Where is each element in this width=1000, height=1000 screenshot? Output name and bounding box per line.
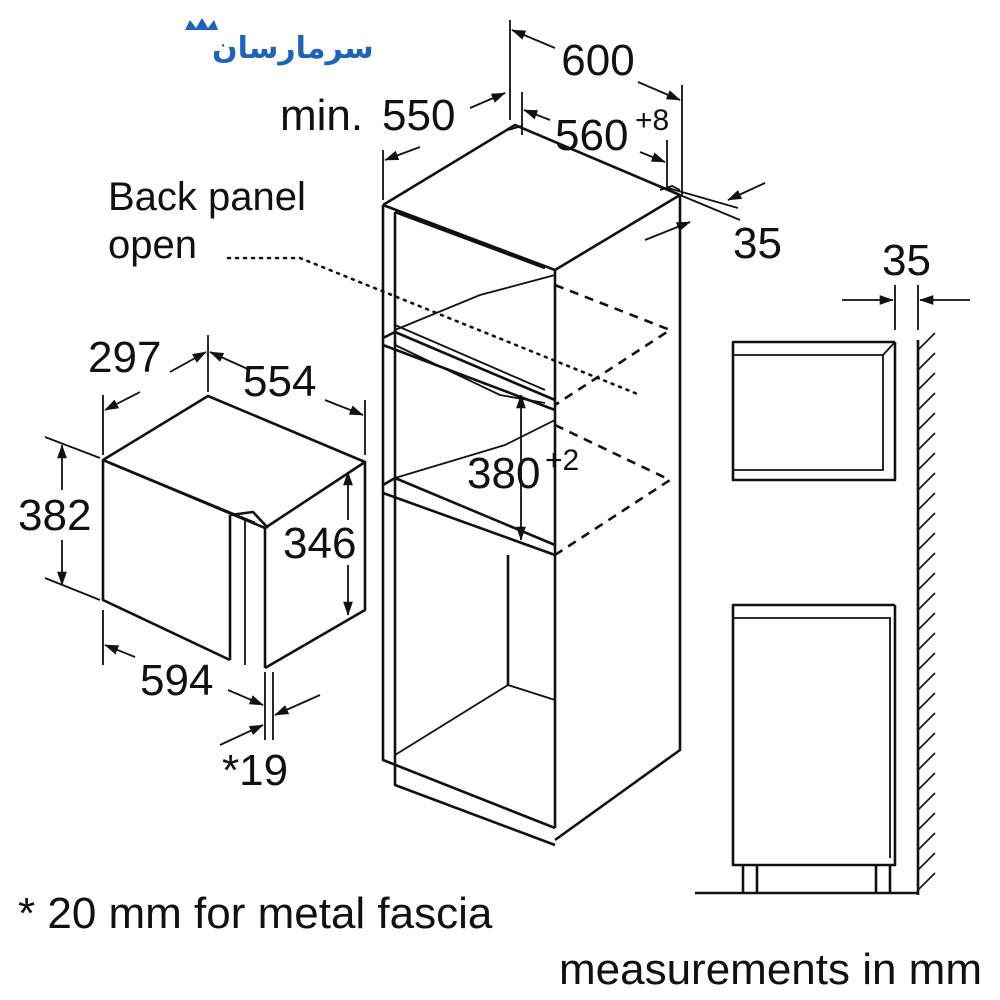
dim-appliance-inner-height: 346 bbox=[283, 519, 356, 568]
side-view-drawing bbox=[695, 332, 936, 895]
dim-back-gap: 35 bbox=[733, 219, 782, 268]
dim-appliance-width: 554 bbox=[243, 357, 316, 406]
back-panel-label: Back panel bbox=[108, 175, 306, 219]
cabinet-drawing bbox=[226, 123, 682, 847]
logo-text: سرمارسان bbox=[212, 31, 374, 66]
dim-appliance-front-width: 594 bbox=[140, 656, 213, 705]
dim-niche-height: 380 bbox=[467, 449, 540, 498]
dim-cabinet-depth: 550 bbox=[382, 91, 455, 140]
footnote: * 20 mm for metal fascia bbox=[18, 889, 493, 938]
units-note: measurements in mm bbox=[559, 945, 982, 994]
dim-niche-height-tolerance: +2 bbox=[545, 444, 579, 477]
dim-side-gap: 35 bbox=[882, 236, 931, 285]
dim-fascia-thickness: *19 bbox=[222, 746, 288, 795]
dim-cabinet-width: 600 bbox=[561, 36, 634, 85]
dim-appliance-depth: 297 bbox=[88, 333, 161, 382]
wall-hatching bbox=[917, 332, 936, 891]
dim-niche-width: 560 bbox=[555, 111, 628, 160]
dim-min-label: min. bbox=[280, 91, 363, 140]
dim-niche-width-tolerance: +8 bbox=[635, 104, 669, 137]
brand-logo: سرمارسان bbox=[185, 18, 374, 66]
dimension-lines bbox=[44, 20, 970, 746]
dim-appliance-height: 382 bbox=[18, 491, 91, 540]
crown-icon bbox=[185, 18, 218, 30]
back-panel-label-2: open bbox=[108, 223, 197, 267]
appliance-drawing bbox=[101, 394, 367, 670]
